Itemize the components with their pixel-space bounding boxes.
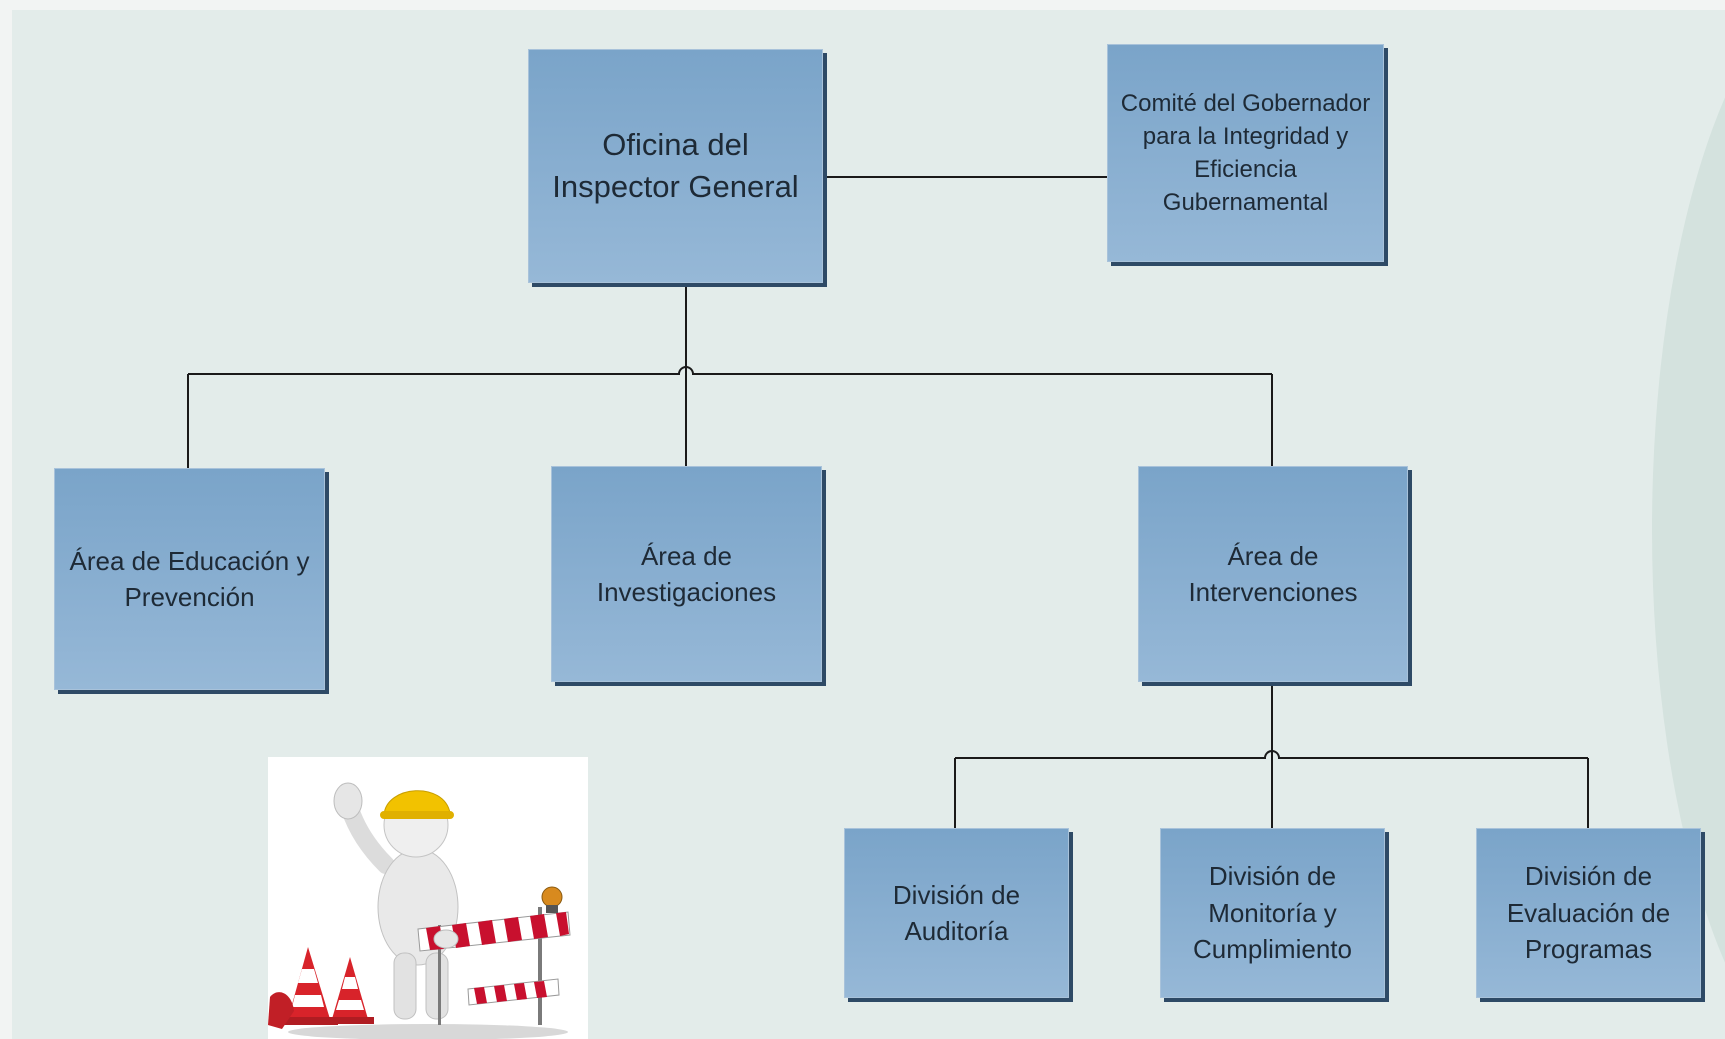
box-inspector-general-label: Oficina del Inspector General (552, 127, 799, 204)
box-inspector-general: Oficina del Inspector General (528, 49, 823, 283)
under-construction-figure-icon (268, 757, 588, 1039)
box-division-monitoria: División de Monitoría y Cumplimiento (1160, 828, 1385, 998)
box-division-auditoria: División de Auditoría (844, 828, 1069, 998)
box-division-evaluacion: División de Evaluación de Programas (1476, 828, 1701, 998)
connector-areas-bus (188, 366, 1272, 375)
box-division-evaluacion-label: División de Evaluación de Programas (1506, 861, 1671, 965)
box-governor-committee: Comité del Gobernador para la Integridad… (1107, 44, 1384, 262)
box-area-intervenciones: Área de Intervenciones (1138, 466, 1408, 682)
box-area-intervenciones-label: Área de Intervenciones (1188, 540, 1358, 607)
box-area-investigaciones-label: Área de Investigaciones (596, 540, 777, 607)
connector-divisions-bus (955, 750, 1588, 759)
box-area-investigaciones: Área de Investigaciones (551, 466, 822, 682)
box-area-educacion-label: Área de Educación y Prevención (69, 545, 310, 612)
box-division-auditoria-label: División de Auditoría (892, 879, 1021, 946)
box-area-educacion: Área de Educación y Prevención (54, 468, 325, 690)
box-division-monitoria-label: División de Monitoría y Cumplimiento (1193, 861, 1352, 965)
box-governor-committee-label: Comité del Gobernador para la Integridad… (1120, 89, 1371, 217)
